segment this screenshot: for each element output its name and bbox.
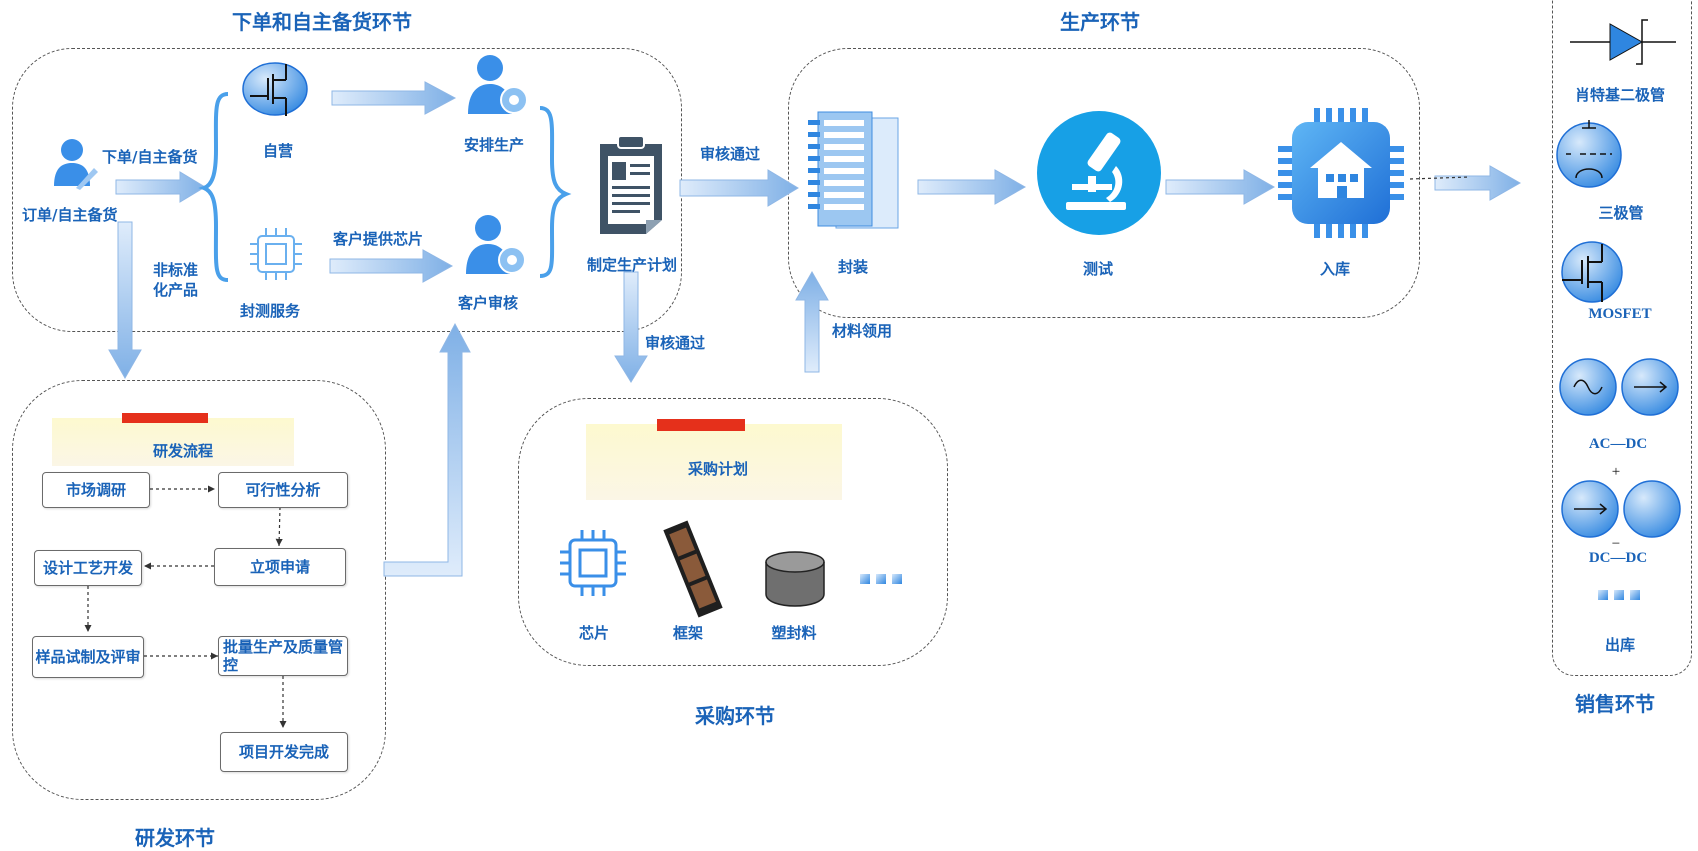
sales-item-dcdc: DC—DC	[1588, 550, 1648, 566]
arrow-plan-to-purchase	[614, 271, 648, 383]
arrow-purchase-to-production	[795, 270, 829, 373]
purchase-region	[518, 398, 948, 666]
schottky-diode-icon	[1570, 19, 1676, 65]
purchase-note-tape	[657, 419, 745, 431]
sales-item-triode: 三极管	[1598, 204, 1644, 222]
sales-more-dots-icon	[1598, 590, 1640, 600]
sales-mosfet-icon	[1561, 241, 1623, 303]
section-title-purchase: 采购环节	[695, 704, 775, 728]
rd-step-done: 项目开发完成	[220, 732, 348, 772]
material-label: 材料领用	[832, 322, 893, 340]
customer-label: 订单/自主备货	[22, 206, 118, 224]
sales-item-mosfet: MOSFET	[1588, 306, 1652, 322]
arrow-customer-to-products	[115, 171, 206, 203]
section-title-rd: 研发环节	[135, 826, 215, 850]
rd-note	[52, 418, 294, 466]
plan-label: 制定生产计划	[586, 256, 678, 274]
right-brace	[539, 106, 572, 278]
package-icon	[808, 111, 899, 229]
chip-outline-icon	[250, 228, 302, 280]
dcdc-minus-sign: −	[1611, 536, 1621, 552]
self-run-label: 自营	[262, 142, 294, 160]
lead-frame-icon	[663, 520, 723, 618]
arrow-selfrun-to-arrange	[331, 81, 457, 115]
rd-step-design: 设计工艺开发	[34, 550, 142, 586]
sales-item-out: 出库	[1604, 636, 1636, 654]
purchase-item-compound: 塑封料	[771, 624, 817, 642]
purchase-note	[586, 424, 842, 500]
section-title-production: 生产环节	[1060, 10, 1140, 34]
dc-dc-icon	[1561, 480, 1681, 538]
arrange-label: 安排生产	[463, 136, 525, 154]
chip-provided-label: 客户提供芯片	[333, 230, 424, 248]
section-title-order: 下单和自主备货环节	[232, 10, 412, 34]
rd-region	[12, 380, 386, 800]
service-label: 封测服务	[239, 302, 301, 320]
store-label: 入库	[1319, 260, 1351, 278]
customer-review-label: 客户审核	[457, 294, 519, 312]
rd-step-mass: 批量生产及质量管控	[218, 636, 348, 676]
package-label: 封装	[837, 258, 869, 276]
nonstandard-label: 非标准 化产品	[153, 261, 199, 299]
person-gear-icon	[468, 55, 528, 114]
molding-compound-icon	[765, 551, 825, 607]
microscope-icon	[1037, 111, 1161, 235]
left-brace	[198, 92, 229, 282]
arrow-plan-to-production	[679, 169, 799, 207]
test-label: 测试	[1082, 260, 1114, 278]
arrow-store-to-sales	[1434, 165, 1522, 201]
order-arrow-label: 下单/自主备货	[102, 148, 198, 166]
purchase-note-label: 采购计划	[687, 460, 749, 478]
mosfet-icon	[242, 62, 308, 116]
rd-step-market: 市场调研	[42, 472, 150, 508]
rd-note-label: 研发流程	[152, 442, 214, 460]
purchase-item-frame: 框架	[672, 624, 704, 642]
arrow-rd-to-review	[383, 322, 471, 577]
rd-note-tape	[122, 413, 208, 423]
clipboard-icon	[600, 135, 662, 234]
approved-purchase-label: 审核通过	[645, 334, 706, 352]
sales-item-schottky: 肖特基二极管	[1574, 86, 1666, 104]
arrow-package-to-test	[917, 169, 1027, 205]
purchase-chip-icon	[560, 530, 626, 596]
sales-region	[1552, 0, 1692, 676]
purchase-item-chip: 芯片	[578, 624, 610, 642]
customer-person-icon	[54, 139, 98, 190]
ac-dc-icon	[1559, 358, 1679, 416]
section-title-sales: 销售环节	[1575, 692, 1655, 716]
arrow-test-to-store	[1165, 169, 1276, 205]
triode-icon	[1556, 120, 1622, 188]
dcdc-plus-sign: +	[1611, 464, 1621, 480]
arrow-service-to-review	[329, 249, 454, 283]
arrow-order-to-rd	[108, 221, 142, 380]
rd-step-feasibility: 可行性分析	[218, 472, 348, 508]
approved-production-label: 审核通过	[700, 145, 761, 163]
chip-house-icon	[1278, 108, 1404, 238]
more-dots-icon	[860, 574, 902, 584]
rd-step-sample: 样品试制及评审	[32, 636, 144, 678]
review-person-gear-icon	[466, 215, 526, 274]
rd-step-approval: 立项申请	[214, 548, 346, 586]
sales-item-acdc: AC—DC	[1588, 436, 1648, 452]
